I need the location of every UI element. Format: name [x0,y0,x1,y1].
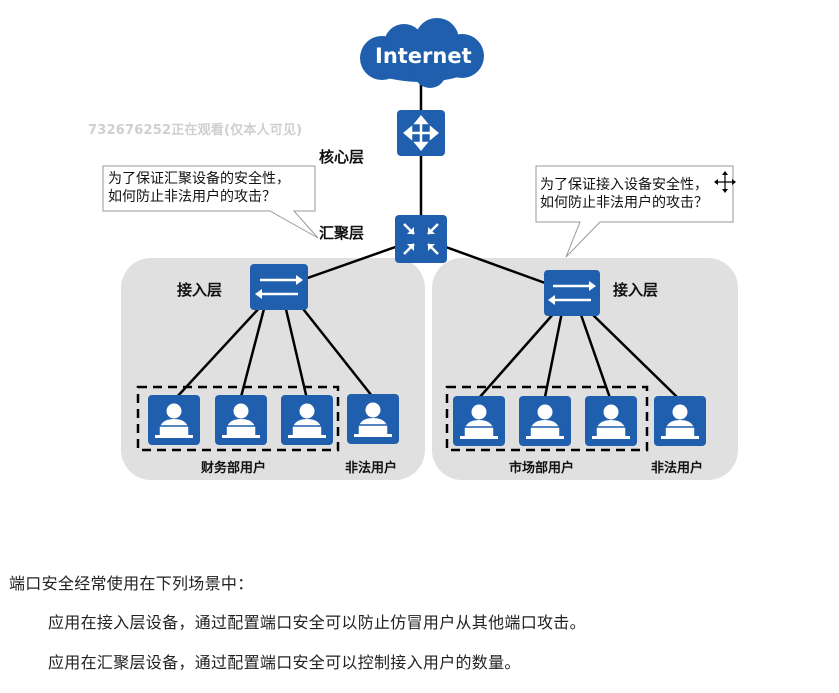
market-users-label: 市场部用户 [509,461,575,476]
finance-group-box [136,385,340,452]
left-access-switch-icon [250,264,308,310]
left-question-bubble: 为了保证汇聚设备的安全性， 如何防止非法用户的攻击？ [108,171,290,205]
left-bubble-shape [102,165,319,239]
watermark-text: 732676252正在观看(仅本人可见) [88,123,303,138]
core-layer-label: 核心层 [319,148,365,166]
finance-user-icon-3 [280,394,334,446]
right-access-layer-label: 接入层 [613,281,659,299]
market-user-icon-2 [518,395,572,447]
left-access-layer-label: 接入层 [177,281,223,299]
illegal-users-left-label: 非法用户 [345,461,398,476]
right-bubble-shape [535,165,734,258]
aggregation-layer-label: 汇聚层 [319,224,365,242]
right-access-switch-icon [544,270,600,316]
internet-label: Internet [375,44,472,68]
description-item-1: 应用在接入层设备，通过配置端口安全可以防止仿冒用户从其他端口攻击。 [48,613,586,632]
illegal-user-icon-left [346,393,400,445]
finance-user-icon-1 [147,394,201,446]
market-group-box [445,385,649,452]
network-diagram [102,18,738,480]
internet-cloud [360,18,484,88]
finance-user-icon-2 [214,394,268,446]
aggregation-switch-icon [395,215,447,263]
core-router-icon [397,110,445,156]
move-cursor-icon [714,171,736,193]
description-item-2: 应用在汇聚层设备，通过配置端口安全可以控制接入用户的数量。 [48,653,521,672]
right-question-bubble: 为了保证接入设备安全性， 如何防止非法用户的攻击？ [540,177,708,211]
market-user-icon-1 [452,395,506,447]
market-user-icon-3 [584,395,638,447]
illegal-user-icon-right [653,395,707,447]
description-intro: 端口安全经常使用在下列场景中： [9,574,254,593]
illegal-users-right-label: 非法用户 [651,461,704,476]
finance-users-label: 财务部用户 [201,461,267,476]
